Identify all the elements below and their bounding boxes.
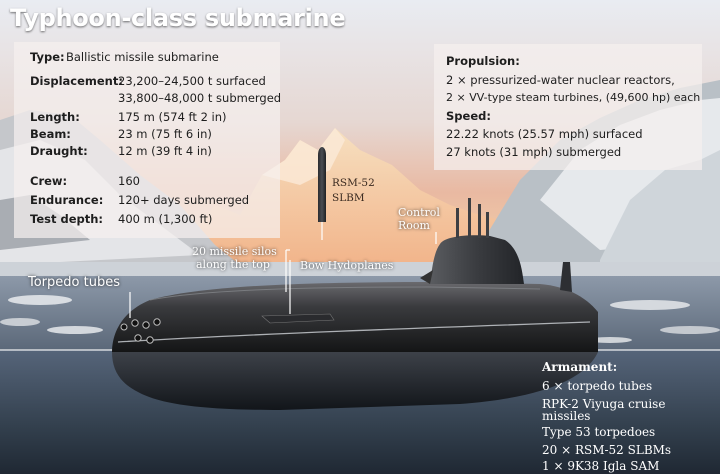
armament-heading: Armament: — [542, 360, 618, 374]
armament-item: missiles — [542, 409, 591, 423]
rsm52-callout: RSM-52 SLBM — [332, 176, 375, 206]
control-label: Control — [398, 206, 440, 219]
displacement-submerged: 33,800–48,000 t submerged — [118, 91, 282, 105]
armament-item: 6 × torpedo tubes — [542, 379, 653, 393]
armament-item: 1 × 9K38 Igla SAM — [542, 459, 660, 473]
armament-item: 20 × RSM-52 SLBMs — [542, 443, 672, 457]
speed-submerged: 27 knots (31 mph) submerged — [446, 145, 622, 159]
torpedo-tubes-callout: Torpedo tubes — [28, 275, 120, 290]
draught-label: Draught: — [30, 144, 88, 158]
slbm-label: SLBM — [332, 192, 365, 204]
endurance-label: Endurance: — [30, 193, 104, 207]
crew-value: 160 — [118, 174, 140, 188]
rsm52-label: RSM-52 — [332, 177, 375, 189]
propulsion-label: Propulsion: — [446, 54, 520, 68]
armament-item: Type 53 torpedoes — [542, 425, 656, 439]
speed-label: Speed: — [446, 109, 491, 123]
silos-label-line1: 20 missile silos — [192, 245, 277, 258]
page-title: Typhoon-class submarine — [10, 4, 346, 32]
crew-label: Crew: — [30, 174, 68, 188]
room-label: Room — [398, 219, 430, 232]
beam-label: Beam: — [30, 127, 71, 141]
specs-panel-right — [434, 44, 702, 170]
test-depth-label: Test depth: — [30, 212, 104, 226]
type-label: Type: — [30, 50, 65, 64]
control-room-callout: Control Room — [398, 206, 440, 232]
beam-value: 23 m (75 ft 6 in) — [118, 127, 212, 141]
propulsion-turbines: 2 × VV-type steam turbines, (49,600 hp) … — [446, 91, 701, 104]
displacement-label: Displacement: — [30, 74, 123, 88]
draught-value: 12 m (39 ft 4 in) — [118, 144, 212, 158]
bow-hydroplanes-callout: Bow Hydoplanes — [300, 259, 394, 272]
endurance-value: 120+ days submerged — [118, 193, 250, 207]
speed-surfaced: 22.22 knots (25.57 mph) surfaced — [446, 127, 643, 141]
propulsion-reactors: 2 × pressurized-water nuclear reactors, — [446, 73, 675, 87]
missile-silos-callout: 20 missile silos along the top — [192, 245, 277, 271]
length-value: 175 m (574 ft 2 in) — [118, 110, 227, 124]
test-depth-value: 400 m (1,300 ft) — [118, 212, 213, 226]
specs-panel-left — [14, 42, 280, 238]
armament-item: RPK-2 Viyuga cruise — [542, 397, 666, 411]
silos-label-line2: along the top — [196, 258, 270, 271]
displacement-surfaced: 23,200–24,500 t surfaced — [118, 74, 266, 88]
length-label: Length: — [30, 110, 80, 124]
type-value: Ballistic missile submarine — [66, 50, 219, 64]
